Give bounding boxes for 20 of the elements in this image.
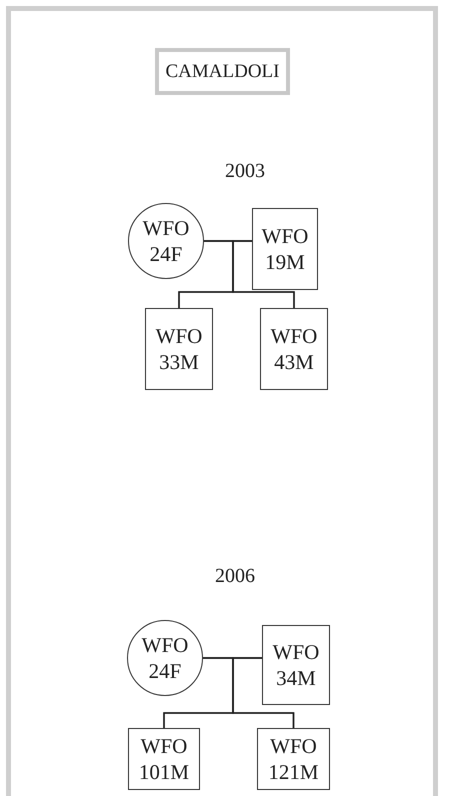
male-square [145,308,213,390]
person-label: WFO 34M [272,639,320,691]
male-square [262,625,330,705]
person-label: WFO 24F [140,632,190,684]
person-label: WFO 24F [142,215,190,267]
person-label: WFO 101M [138,733,190,785]
pedigree-line [232,240,295,308]
title-box [155,48,290,95]
male-square [260,308,328,390]
year-label: 2003 [224,160,266,183]
male-square [257,728,330,790]
person-label: WFO 19M [260,223,310,275]
title-text: CAMALDOLI [164,60,280,84]
male-square [252,208,318,290]
pedigree-line [232,657,294,728]
person-label: WFO 33M [154,323,204,375]
year-label: 2006 [214,565,256,588]
male-square [128,728,200,790]
person-label: WFO 121M [267,733,320,785]
person-label: WFO 43M [270,323,318,375]
